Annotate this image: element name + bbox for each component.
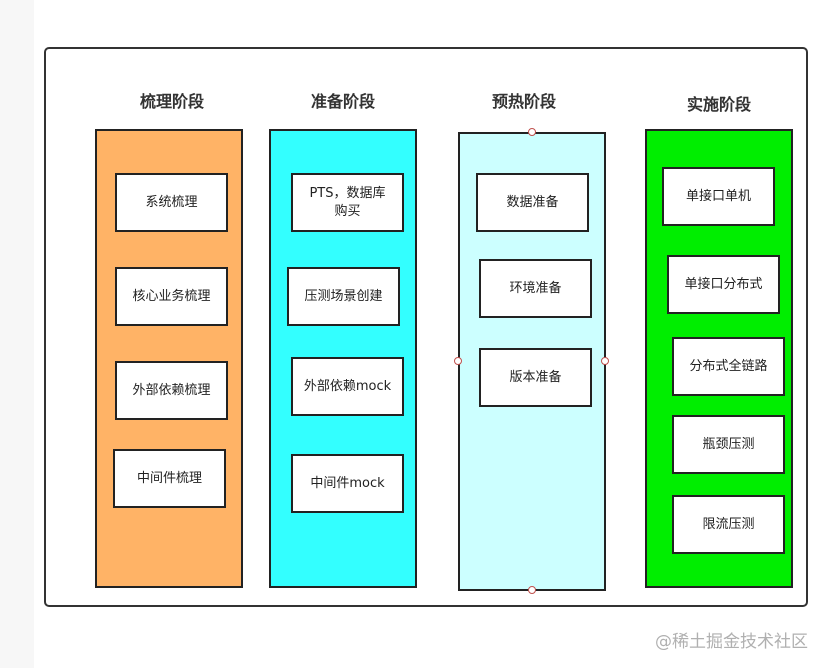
phase-title-sorting: 梳理阶段: [139, 92, 204, 111]
step-card: 系统梳理: [115, 173, 228, 232]
phase-title-warmup: 预热阶段: [491, 92, 556, 111]
resize-handle-top[interactable]: [528, 128, 536, 136]
step-card: 版本准备: [479, 348, 592, 407]
step-card: 分布式全链路: [672, 337, 785, 396]
step-card: 瓶颈压测: [672, 415, 785, 474]
resize-handle-bottom[interactable]: [528, 586, 536, 594]
step-card: 压测场景创建: [287, 267, 400, 326]
step-card: 核心业务梳理: [115, 267, 228, 326]
step-card: 单接口单机: [662, 167, 775, 226]
resize-handle-left[interactable]: [454, 357, 462, 365]
watermark-text: @稀土掘金技术社区: [655, 632, 808, 652]
resize-handle-right[interactable]: [601, 357, 609, 365]
step-card: 单接口分布式: [667, 255, 780, 314]
left-margin-strip: [0, 0, 34, 668]
step-card: 数据准备: [476, 173, 589, 232]
step-card: PTS，数据库 购买: [291, 173, 404, 232]
step-card: 中间件mock: [291, 454, 404, 513]
step-card: 外部依赖mock: [291, 357, 404, 416]
step-card: 限流压测: [672, 495, 785, 554]
phase-title-implementation: 实施阶段: [686, 95, 751, 114]
phase-title-preparation: 准备阶段: [310, 92, 375, 111]
step-card: 中间件梳理: [113, 449, 226, 508]
step-card: 环境准备: [479, 259, 592, 318]
step-card: 外部依赖梳理: [115, 361, 228, 420]
